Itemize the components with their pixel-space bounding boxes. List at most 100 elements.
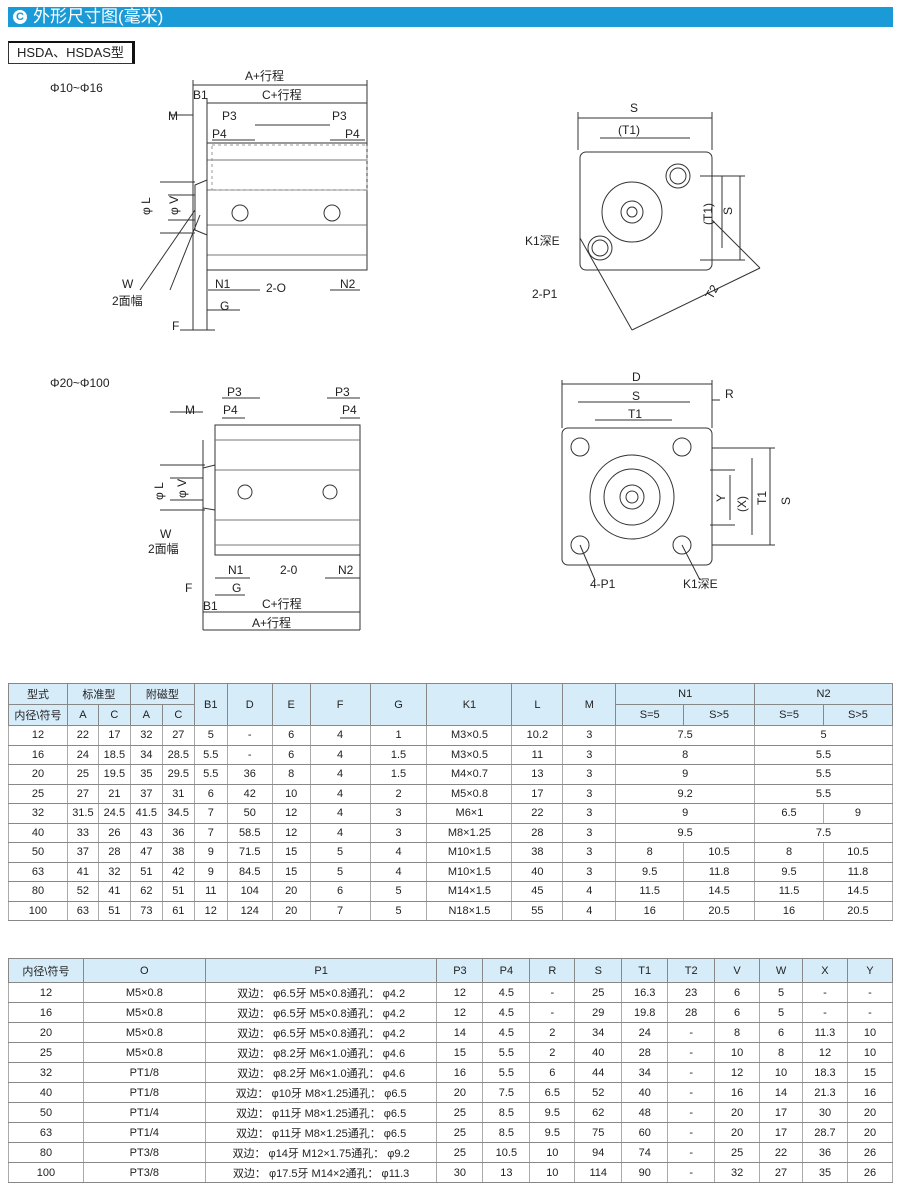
cell-col-5: 10 bbox=[529, 1142, 576, 1163]
cell-c: 26 bbox=[97, 822, 131, 843]
cell-c: 51 bbox=[97, 900, 131, 921]
d1-label-o: 2-O bbox=[266, 281, 286, 295]
cell-col-6: 29 bbox=[574, 1002, 623, 1023]
cell-bore: 100 bbox=[8, 900, 68, 921]
cell-col-4: 4.5 bbox=[482, 1002, 531, 1023]
cell-d: 84.5 bbox=[226, 861, 273, 882]
d2-front-y: Y bbox=[714, 494, 728, 502]
cell-k1: M4×0.7 bbox=[426, 764, 513, 785]
d1-label-w2: 2面幅 bbox=[112, 293, 143, 308]
cell-col-10: 27 bbox=[759, 1162, 803, 1183]
cell-d: - bbox=[226, 744, 273, 765]
cell-col-11: - bbox=[802, 1002, 848, 1023]
d1-label-w: W bbox=[122, 277, 134, 291]
cell-col-11: 11.3 bbox=[802, 1022, 848, 1043]
cell-col-2: 双边： φ11牙 M8×1.25通孔： φ6.5 bbox=[204, 1122, 438, 1143]
d2-label-w2: 2面幅 bbox=[148, 541, 179, 556]
cell-c: 24.5 bbox=[97, 803, 131, 824]
cell-col-0: 63 bbox=[8, 1122, 84, 1143]
cell-d: 58.5 bbox=[226, 822, 273, 843]
th-n2-s5: S=5 bbox=[754, 704, 824, 726]
cell-n2: 5.5 bbox=[754, 744, 893, 765]
cell-n2-s5: 11.5 bbox=[754, 881, 824, 902]
cell-l: 11 bbox=[511, 744, 564, 765]
th-mag-c: C bbox=[161, 704, 195, 726]
cell-a: 52 bbox=[66, 881, 99, 902]
cell-col-4: 10.5 bbox=[482, 1142, 531, 1163]
cell-col-9: 6 bbox=[714, 1002, 761, 1023]
cell-g: 1 bbox=[369, 725, 428, 746]
cell-a: 33 bbox=[66, 822, 99, 843]
cell-b1: 5.5 bbox=[193, 764, 228, 785]
cell-col-9: 12 bbox=[714, 1062, 761, 1083]
d1-front-s-vertical: S bbox=[721, 207, 735, 215]
cell-n2-s5: 9.5 bbox=[754, 861, 824, 882]
cell-f: 5 bbox=[309, 861, 371, 882]
cell-f: 7 bbox=[309, 900, 371, 921]
cell-col-0: 50 bbox=[8, 1102, 84, 1123]
cell-col-9: 25 bbox=[714, 1142, 761, 1163]
cell-n1-sgt5: 20.5 bbox=[683, 900, 756, 921]
cell-n2-s5: 6.5 bbox=[754, 803, 824, 824]
th-n2-sgt5: S>5 bbox=[822, 704, 894, 726]
cell-b1: 7 bbox=[193, 803, 228, 824]
th2-col-5: R bbox=[529, 958, 576, 983]
d2-label-o: 2-0 bbox=[280, 563, 298, 577]
drawing1-side-view: Φ10~Φ16 A+行程 B1 C+行程 M P3 P3 P4 P4 φ L φ… bbox=[50, 68, 368, 333]
cell-col-7: 74 bbox=[621, 1142, 669, 1163]
cell-d: 36 bbox=[226, 764, 273, 785]
cell-col-1: PT1/4 bbox=[82, 1122, 206, 1143]
th-std-a: A bbox=[66, 704, 99, 726]
cell-ma: 35 bbox=[129, 764, 163, 785]
cell-col-2: 双边： φ14牙 M12×1.75通孔： φ9.2 bbox=[204, 1142, 438, 1163]
d1-label-c: C+行程 bbox=[262, 87, 302, 102]
d2-label-f: F bbox=[185, 581, 192, 595]
d1-front-s: S bbox=[630, 101, 638, 115]
cell-e: 12 bbox=[271, 803, 311, 824]
cell-k1: M10×1.5 bbox=[426, 842, 513, 863]
cell-col-4: 7.5 bbox=[482, 1082, 531, 1103]
d1-label-n2: N2 bbox=[340, 277, 356, 291]
cell-l: 28 bbox=[511, 822, 564, 843]
cell-m: 3 bbox=[562, 842, 617, 863]
th-mag-a: A bbox=[129, 704, 163, 726]
cell-c: 41 bbox=[97, 881, 131, 902]
section-c-icon: C bbox=[13, 10, 27, 24]
cell-k1: M6×1 bbox=[426, 803, 513, 824]
th-n1-s5: S=5 bbox=[615, 704, 685, 726]
cell-l: 22 bbox=[511, 803, 564, 824]
cell-col-5: - bbox=[529, 1002, 576, 1023]
th-standard: 标准型 bbox=[66, 683, 131, 705]
th-l: L bbox=[511, 683, 564, 726]
d1-label-g: G bbox=[220, 299, 229, 313]
cell-mc: 31 bbox=[161, 783, 195, 804]
cell-ma: 34 bbox=[129, 744, 163, 765]
cell-b1: 11 bbox=[193, 881, 228, 902]
d2-label-c: C+行程 bbox=[262, 596, 302, 611]
cell-m: 3 bbox=[562, 744, 617, 765]
cell-col-1: PT3/8 bbox=[82, 1142, 206, 1163]
d1-label-f: F bbox=[172, 319, 179, 333]
cell-n2: 5 bbox=[754, 725, 893, 746]
cell-n1-s5: 11.5 bbox=[615, 881, 685, 902]
cell-a: 41 bbox=[66, 861, 99, 882]
cell-col-12: 10 bbox=[846, 1042, 894, 1063]
d2-label-p4a: P4 bbox=[223, 403, 238, 417]
cell-d: 71.5 bbox=[226, 842, 273, 863]
d2-label-g: G bbox=[232, 581, 241, 595]
cell-col-10: 17 bbox=[759, 1122, 803, 1143]
d2-label-p4b: P4 bbox=[342, 403, 357, 417]
cell-col-7: 90 bbox=[621, 1162, 669, 1183]
cell-a: 25 bbox=[66, 764, 99, 785]
d1-front-p1: 2-P1 bbox=[532, 287, 558, 301]
